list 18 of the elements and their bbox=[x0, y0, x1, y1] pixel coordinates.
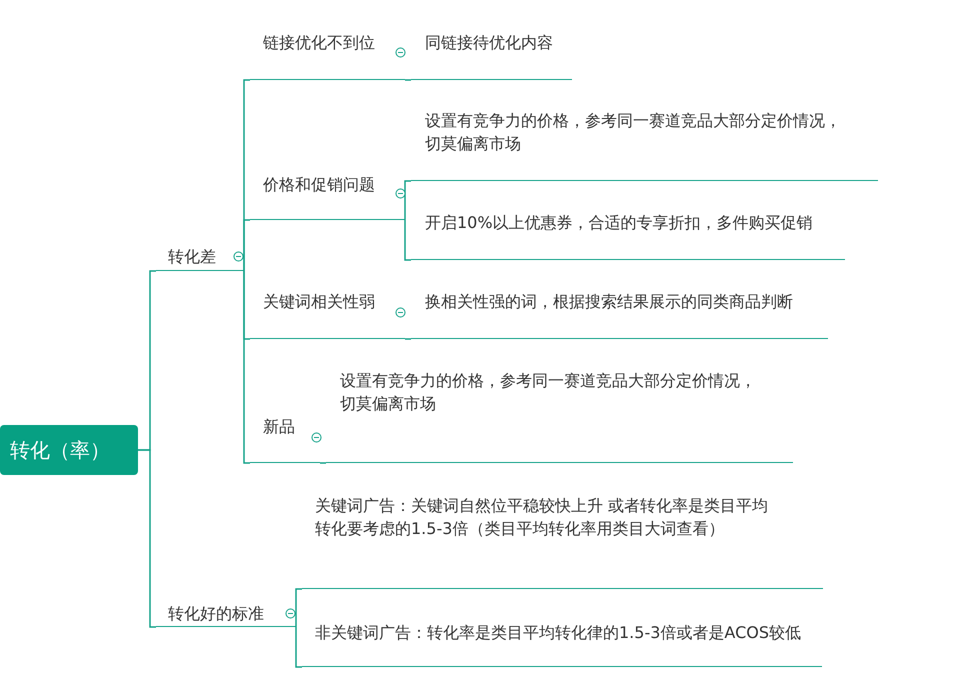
branch-topic: 关键词广告：关键词自然位平稳较快上升 或者转化率是类目平均转化要考虑的1.5-3倍（类目平均转化率用类目大词查看） bbox=[302, 491, 823, 589]
branch-connector bbox=[319, 462, 326, 464]
branch-connector bbox=[404, 219, 411, 261]
branch-connector bbox=[295, 626, 302, 668]
branch-connector bbox=[243, 219, 250, 272]
branch-connector bbox=[404, 79, 411, 81]
branch-connector bbox=[243, 270, 250, 464]
branch-topic: 换相关性强的词，根据搜索结果展示的同类商品判断 bbox=[411, 287, 828, 339]
central-topic: 转化（率） bbox=[0, 425, 138, 475]
branch-topic: 设置有竞争力的价格，参考同一赛道竞品大部分定价情况，切莫偏离市场 bbox=[326, 365, 793, 463]
branch-connector bbox=[138, 449, 156, 628]
branch-connector bbox=[295, 588, 302, 628]
branch-connector bbox=[404, 338, 411, 340]
branch-topic: 设置有竞争力的价格，参考同一赛道竞品大部分定价情况，切莫偏离市场 bbox=[411, 105, 878, 181]
branch-topic: 同链接待优化内容 bbox=[411, 28, 572, 80]
branch-topic: 开启10%以上优惠券，合适的专享折扣，多件购买促销 bbox=[411, 181, 845, 260]
branch-connector bbox=[404, 180, 411, 221]
branch-topic: 非关键词广告：转化率是类目平均转化律的1.5-3倍或者是ACOS较低 bbox=[302, 589, 822, 667]
